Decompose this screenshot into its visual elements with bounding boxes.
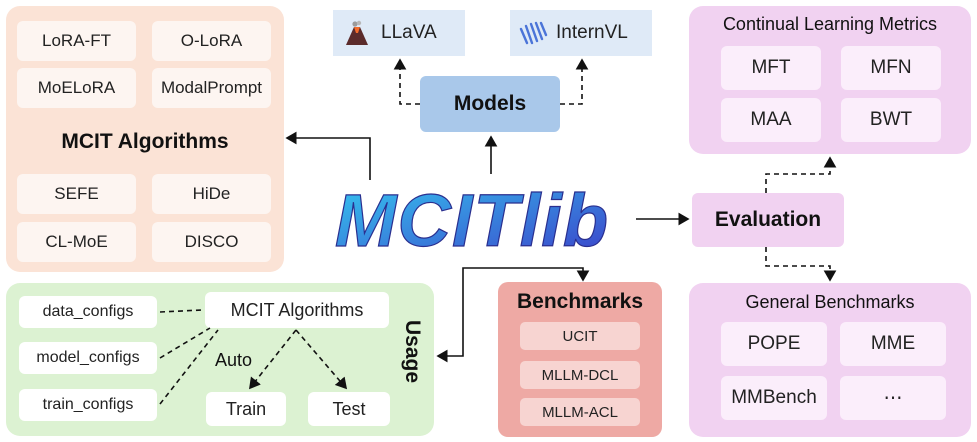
- algo-o-lora: O-LoRA: [152, 21, 271, 61]
- gb-mmbench: MMBench: [721, 376, 827, 420]
- arrow-to-usage: [436, 290, 464, 363]
- usage-auto-label: Auto: [215, 350, 253, 370]
- general-benchmarks-title: General Benchmarks: [745, 292, 915, 312]
- metrics-title: Continual Learning Metrics: [722, 14, 938, 34]
- config-model: model_configs: [19, 342, 157, 374]
- arrow-logo-to-algorithms: [285, 131, 371, 180]
- arrow-models-to-llava: [393, 58, 420, 105]
- model-internvl: InternVL: [510, 10, 652, 56]
- benchmarks-title: Benchmarks: [516, 290, 644, 313]
- internvl-logo-icon: [518, 19, 548, 47]
- models-title: Models: [453, 92, 527, 115]
- arrow-eval-to-general: [765, 247, 837, 282]
- gb-mme: MME: [840, 322, 946, 366]
- mcitlib-logo: MCITlib: [322, 174, 622, 264]
- svg-text:MCITlib: MCITlib: [335, 179, 609, 262]
- algo-sefe: SEFE: [17, 174, 136, 214]
- arrow-eval-to-metrics: [765, 156, 837, 193]
- metric-mft: MFT: [721, 46, 821, 90]
- metric-mfn: MFN: [841, 46, 941, 90]
- bench-mllm-acl: MLLM-ACL: [520, 398, 640, 426]
- usage-algorithms: MCIT Algorithms: [205, 292, 389, 328]
- model-llava: LLaVA: [333, 10, 465, 56]
- evaluation-label: Evaluation: [714, 208, 822, 231]
- arrow-to-benchmarks: [462, 267, 590, 290]
- algo-lora-ft: LoRA-FT: [17, 21, 136, 61]
- algo-hide: HiDe: [152, 174, 271, 214]
- model-llava-label: LLaVA: [381, 22, 437, 43]
- usage-test: Test: [308, 392, 390, 426]
- arrow-algo-to-train: [249, 329, 297, 390]
- models-box: Models: [420, 76, 560, 132]
- algo-moelora: MoELoRA: [17, 68, 136, 108]
- model-internvl-label: InternVL: [556, 22, 628, 43]
- arrow-train-config: [159, 329, 219, 405]
- bench-ucit: UCIT: [520, 322, 640, 350]
- arrow-models-to-internvl: [560, 58, 589, 105]
- algo-modalprompt: ModalPrompt: [152, 68, 271, 108]
- config-train: train_configs: [19, 389, 157, 421]
- gb-pope: POPE: [721, 322, 827, 366]
- arrow-algo-to-test: [295, 329, 348, 390]
- usage-train: Train: [206, 392, 286, 426]
- metric-bwt: BWT: [841, 98, 941, 142]
- gb-more: ⋯: [840, 376, 946, 420]
- llava-volcano-icon: [343, 19, 371, 47]
- algo-cl-moe: CL-MoE: [17, 222, 136, 262]
- evaluation-box: Evaluation: [692, 193, 844, 247]
- bench-mllm-dcl: MLLM-DCL: [520, 361, 640, 389]
- config-data: data_configs: [19, 296, 157, 328]
- arrow-data-config: [159, 309, 203, 313]
- arrow-model-config: [159, 327, 211, 359]
- algo-disco: DISCO: [152, 222, 271, 262]
- metric-maa: MAA: [721, 98, 821, 142]
- algorithms-title: MCIT Algorithms: [61, 130, 229, 153]
